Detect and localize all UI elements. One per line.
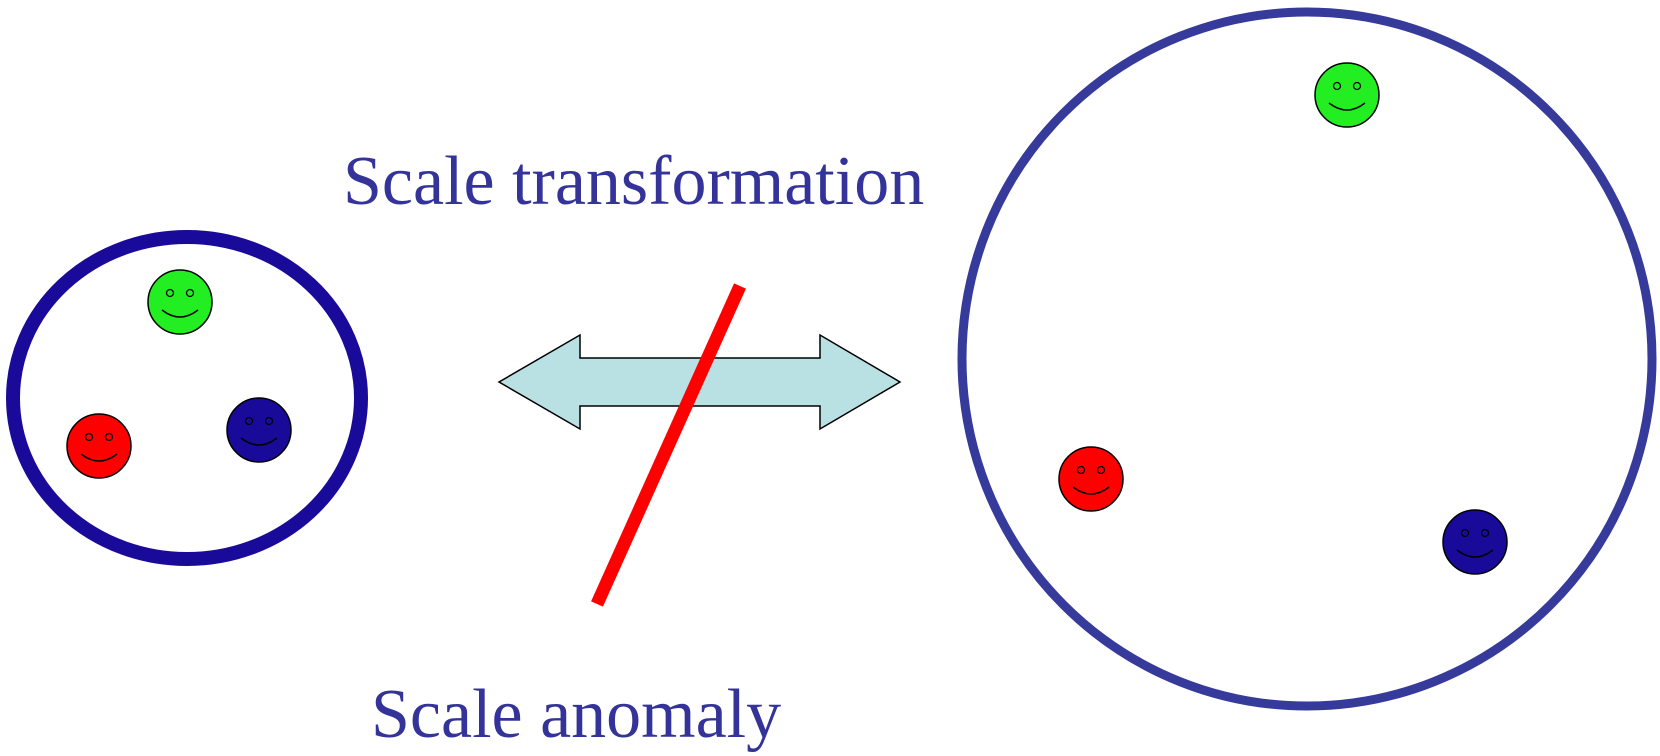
face-circle [1314,62,1380,128]
blue-face-icon [1442,509,1508,575]
face-eye [165,288,175,298]
face-eye [244,416,254,426]
face-circle [147,269,213,335]
face-eye [84,432,94,442]
face-mouth [80,453,118,462]
green-face-icon [147,269,213,335]
face-circle [1442,509,1508,575]
face-mouth [1456,549,1494,558]
red-face-icon [66,413,132,479]
title-label: Scale transformation [343,143,925,220]
face-eye [104,432,114,442]
face-circle [66,413,132,479]
face-eye [1352,81,1362,91]
face-eye [264,416,274,426]
face-eye [1076,465,1086,475]
face-eye [1332,81,1342,91]
face-mouth [240,437,278,446]
green-face-icon [1314,62,1380,128]
face-eye [1460,528,1470,538]
strike-line-icon [591,283,746,607]
red-face-icon [1058,446,1124,512]
face-mouth [161,309,199,318]
face-circle [226,397,292,463]
face-eye [1096,465,1106,475]
face-mouth [1072,486,1110,495]
large-group-outline [957,7,1657,711]
face-eye [1480,528,1490,538]
caption-label: Scale anomaly [371,676,782,753]
face-circle [1058,446,1124,512]
face-eye [185,288,195,298]
small-group-outline [6,230,368,566]
blue-face-icon [226,397,292,463]
face-mouth [1328,102,1366,111]
